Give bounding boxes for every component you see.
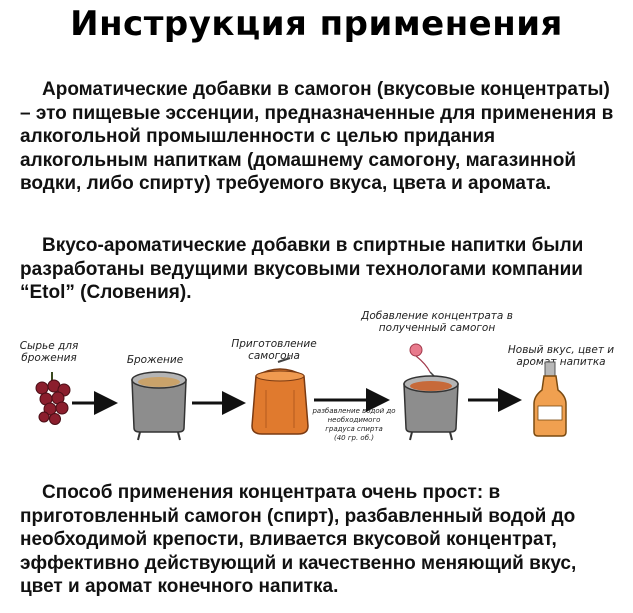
step5-caption: Новый вкус, цвет и аромат напитка bbox=[507, 344, 615, 368]
process-diagram: Сырье для брожения Брожение Приготовлени… bbox=[0, 300, 633, 470]
step1-caption: Сырье для брожения bbox=[19, 340, 79, 364]
diagram-art bbox=[35, 343, 567, 441]
copper-still-icon bbox=[251, 357, 309, 435]
developer-paragraph: Вкусо-ароматические добавки в спиртные н… bbox=[20, 234, 620, 305]
developer-paragraph-text: Вкусо-ароматические добавки в спиртные н… bbox=[20, 235, 584, 303]
dilution-note-line1: разбавление водой до bbox=[312, 407, 396, 415]
intro-paragraph-text: Ароматические добавки в самогон (вкусовы… bbox=[20, 79, 614, 194]
bottle-icon bbox=[533, 361, 567, 437]
dilution-note-line4: (40 гр. об.) bbox=[334, 434, 374, 442]
fermentation-pot-icon bbox=[131, 371, 187, 441]
page-title: Инструкция применения bbox=[70, 4, 563, 44]
intro-paragraph: Ароматические добавки в самогон (вкусовы… bbox=[20, 78, 620, 196]
mixing-pot-icon bbox=[403, 343, 459, 441]
step4-caption: Добавление концентрата в полученный само… bbox=[361, 310, 513, 334]
dilution-note-line3: градуса спирта bbox=[325, 425, 383, 433]
step2-caption: Брожение bbox=[126, 354, 184, 366]
usage-paragraph-text: Способ применения концентрата очень прос… bbox=[20, 482, 577, 597]
dilution-note-line2: необходимого bbox=[327, 416, 381, 424]
usage-paragraph: Способ применения концентрата очень прос… bbox=[20, 481, 620, 599]
dilution-note: разбавление водой до необходимого градус… bbox=[304, 407, 404, 443]
grapes-icon bbox=[35, 372, 71, 425]
